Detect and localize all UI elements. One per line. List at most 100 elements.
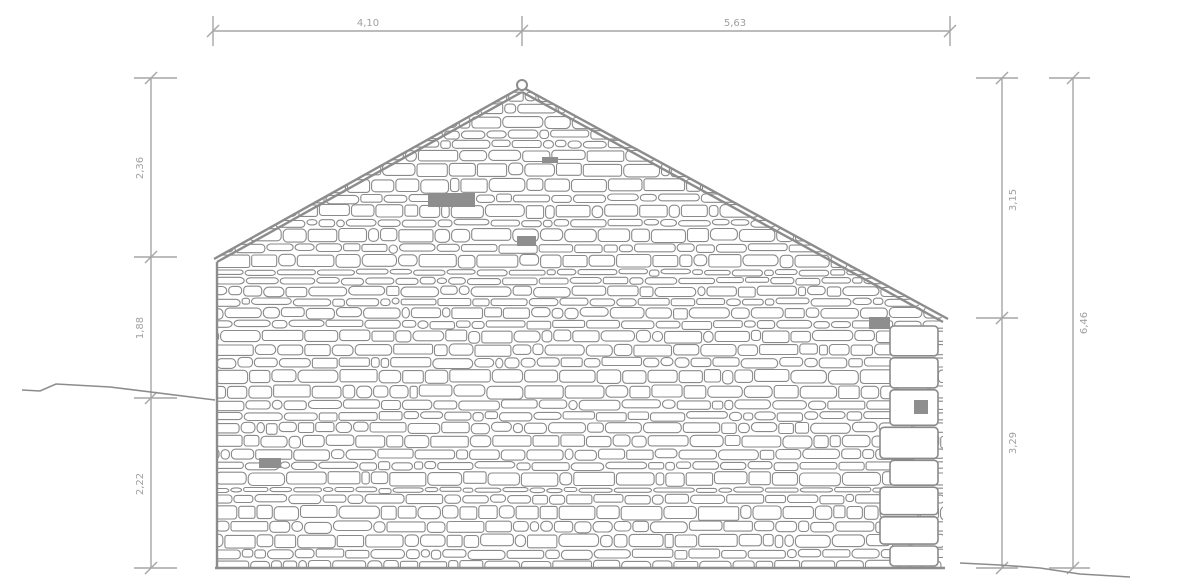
stone: [260, 435, 288, 448]
stone: [245, 400, 271, 410]
stone: [723, 520, 753, 532]
stone: [559, 472, 573, 486]
stone: [688, 520, 723, 531]
stone: [650, 229, 687, 244]
stone: [541, 330, 553, 343]
stone: [586, 150, 625, 162]
stone: [771, 103, 813, 114]
stone: [562, 411, 596, 420]
stone: [698, 533, 738, 547]
stone: [412, 330, 445, 342]
stone: [746, 150, 779, 162]
stone: [877, 219, 919, 227]
stone: [620, 505, 663, 521]
stone: [827, 400, 866, 410]
stone: [335, 307, 363, 318]
stone: [878, 150, 917, 162]
stone: [378, 488, 392, 495]
stone: [546, 269, 556, 276]
stone: [547, 422, 587, 434]
stone: [217, 434, 243, 447]
stone: [871, 104, 886, 115]
stone: [560, 357, 583, 368]
stone: [512, 423, 524, 434]
stone: [760, 204, 772, 219]
stone: [933, 115, 943, 128]
stone: [533, 411, 562, 420]
stone: [350, 204, 375, 217]
stone: [458, 400, 501, 411]
stone: [392, 487, 424, 493]
stone: [254, 494, 288, 503]
stone: [854, 330, 875, 342]
stone: [467, 549, 506, 560]
stone: [657, 193, 700, 202]
stone: [318, 412, 338, 422]
stone: [403, 411, 420, 420]
stone-masonry: [217, 91, 943, 568]
stone: [915, 286, 937, 296]
stone: [776, 91, 802, 103]
stone: [500, 399, 538, 409]
stone: [484, 411, 499, 420]
stone: [722, 130, 734, 140]
stone: [859, 369, 894, 385]
stone: [903, 268, 915, 276]
stone: [308, 286, 348, 297]
stone: [340, 150, 361, 161]
stone: [601, 356, 643, 367]
stone: [730, 219, 750, 226]
stone: [719, 461, 747, 470]
stone: [649, 139, 670, 148]
stone: [544, 344, 585, 356]
stone: [791, 140, 818, 149]
stone: [265, 423, 278, 435]
stone: [763, 129, 797, 139]
stone: [915, 268, 930, 276]
stone: [448, 277, 466, 285]
stone: [355, 268, 389, 275]
stone: [217, 149, 250, 161]
stone: [910, 205, 943, 219]
stone: [753, 520, 775, 532]
stone: [713, 320, 743, 329]
stone: [737, 422, 750, 434]
stone: [487, 472, 521, 486]
stone: [682, 422, 721, 433]
stone: [696, 163, 731, 178]
ridge-finial: [516, 79, 528, 91]
stone: [220, 329, 261, 343]
stone: [491, 139, 511, 148]
stone: [294, 548, 315, 559]
stone: [629, 103, 643, 114]
stone: [490, 298, 528, 307]
stone: [836, 204, 862, 218]
stone: [542, 219, 553, 228]
stone: [835, 521, 875, 532]
stone: [644, 277, 678, 285]
stone: [217, 103, 227, 114]
stone: [939, 219, 943, 226]
stone: [401, 319, 417, 328]
stone: [737, 286, 756, 298]
stone: [217, 276, 245, 285]
stone: [217, 549, 241, 560]
stone: [664, 493, 690, 504]
stone: [940, 435, 943, 449]
stone: [393, 103, 429, 115]
stone: [908, 243, 937, 253]
stone: [318, 203, 350, 217]
stone: [504, 357, 520, 369]
stone: [661, 399, 676, 409]
stone: [470, 423, 491, 435]
stone: [801, 149, 831, 162]
stone: [419, 534, 446, 547]
stone: [217, 140, 251, 149]
stone: [688, 548, 721, 559]
stone: [579, 306, 609, 317]
stone: [851, 421, 878, 433]
stone: [436, 243, 460, 252]
stone: [224, 534, 256, 549]
stone: [521, 220, 542, 228]
stone: [618, 268, 649, 275]
